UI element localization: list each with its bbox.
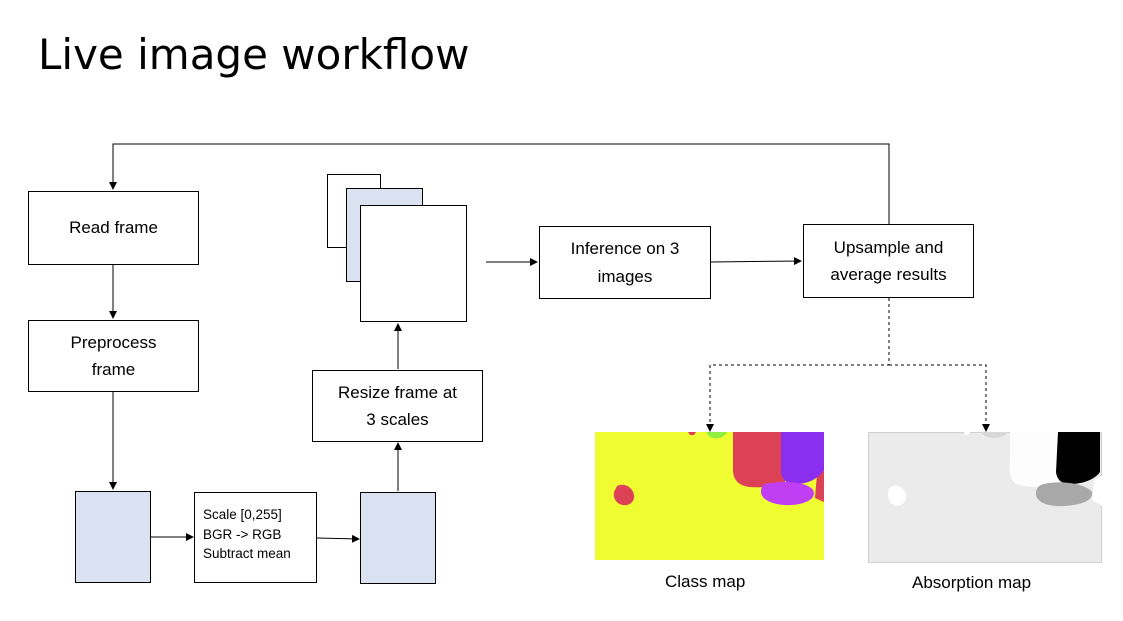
steps-to-processed-arrow [316,534,360,543]
upsample-box: Upsample and average results [803,224,974,298]
raw-frame-image [75,491,151,583]
preprocess-steps-box: Scale [0,255] BGR -> RGB Subtract mean [194,492,317,583]
class-map-image [595,432,824,560]
class-map-caption: Class map [665,572,746,591]
resize-frame-box: Resize frame at 3 scales [312,370,483,442]
inference-to-upsample-arrow [710,257,802,266]
read-frame-box: Read frame [28,191,199,265]
absorption-map-caption: Absorption map [912,573,1032,592]
page-title: Live image workflow [38,30,470,79]
scale-frame-front [360,205,467,322]
read-frame-label: Read frame [69,218,158,238]
inference-box: Inference on 3 images [539,226,711,299]
preprocess-frame-label: Preprocess frame [70,332,157,379]
upsample-to-absorption-map-dashed-arrow [889,364,990,432]
loop-back-arrow [109,143,890,224]
upsample-label: Upsample and average results [830,237,947,284]
inference-label: Inference on 3 images [570,239,680,286]
upsample-to-class-map-dashed-arrow [706,298,890,432]
resize-frame-label: Resize frame at 3 scales [337,382,458,429]
processed-frame-image [360,492,436,584]
preprocess-frame-box: Preprocess frame [28,320,199,392]
absorption-map-image [868,432,1102,563]
